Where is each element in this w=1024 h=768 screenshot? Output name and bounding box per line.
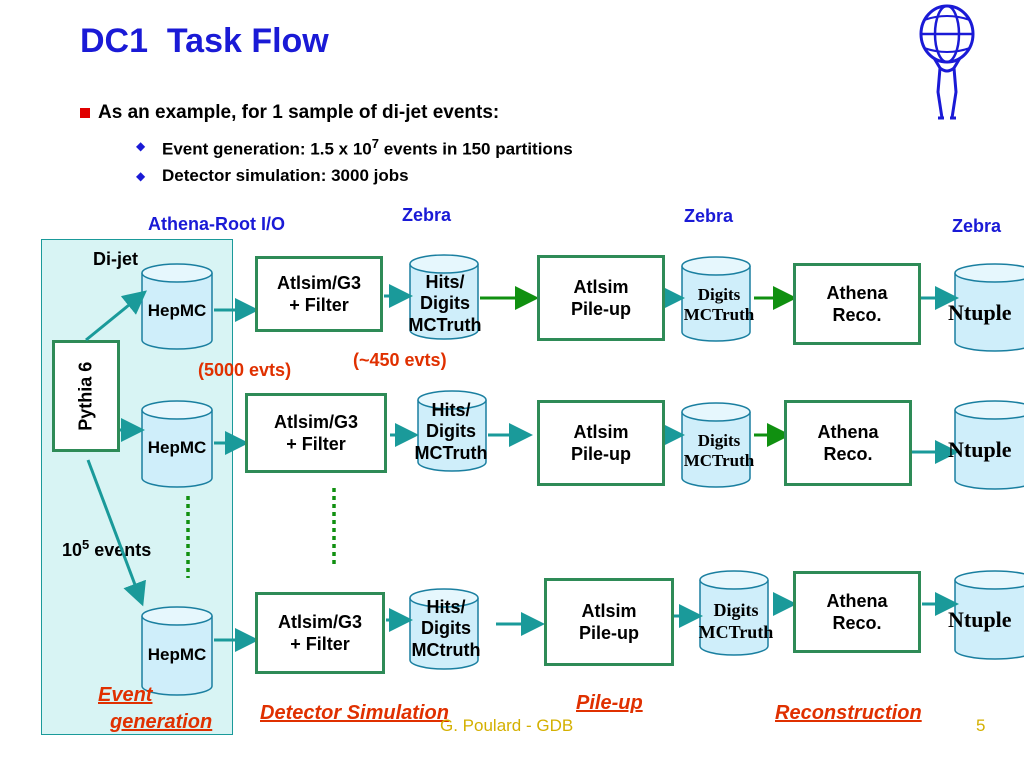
main-bullet: As an example, for 1 sample of di-jet ev…: [80, 102, 500, 124]
atlsim-g3-box-3: Atlsim/G3+ Filter: [255, 592, 385, 674]
digits-cylinder-3: [699, 570, 769, 656]
sub-bullet-event-generation: ◆ Event generation: 1.5 x 107 events in …: [136, 136, 573, 159]
main-bullet-text: As an example, for 1 sample of di-jet ev…: [98, 102, 500, 123]
square-bullet-icon: [80, 108, 90, 118]
hepmc-label-1: HepMC: [147, 300, 207, 320]
atlsim-g3-box-2: Atlsim/G3+ Filter: [245, 393, 387, 473]
dijet-label: Di-jet: [93, 249, 138, 269]
footer-author: G. Poulard - GDB: [440, 716, 574, 735]
diamond-bullet-icon: ◆: [136, 139, 146, 153]
hits-cylinder-3: [409, 588, 479, 670]
zebra-label-1: Zebra: [402, 205, 452, 225]
evts-450-label: (~450 evts): [353, 350, 447, 370]
ntuple-label-3: Ntuple: [948, 607, 1012, 632]
page-number: 5: [976, 716, 986, 735]
hits-cylinder-1: [409, 254, 479, 340]
section-reconstruction: Reconstruction: [775, 702, 922, 724]
arrow-pythia-hepmc-3: [86, 459, 146, 607]
ntuple-cylinder-2: [954, 400, 1024, 490]
section-event-label: Event generation: [98, 684, 213, 733]
atlsim-g3-box-1: Atlsim/G3+ Filter: [255, 256, 383, 332]
ntuple-label-2: Ntuple: [948, 437, 1012, 462]
slide-title: DC1 Task Flow: [80, 22, 329, 60]
section-detector-simulation: Detector Simulation: [260, 702, 449, 724]
ntuple-label-1: Ntuple: [948, 300, 1012, 325]
hepmc-cylinder-1: [141, 263, 213, 350]
atlas-logo: [919, 4, 975, 120]
athena-root-io-label: Athena-Root I/O: [148, 214, 285, 234]
hepmc-cylinder-2: [141, 400, 213, 488]
evts-5000-label: (5000 evts): [198, 360, 292, 380]
hepmc-label-3: HepMC: [147, 644, 207, 664]
hepmc-cylinder-3: [141, 606, 213, 696]
diamond-bullet-icon: ◆: [136, 169, 146, 183]
section-pileup: Pile-up: [576, 692, 643, 714]
ntuple-cylinder-1: [954, 263, 1024, 352]
pythia-box: Pythia 6: [52, 340, 120, 452]
arrow-pythia-hepmc-1: [85, 290, 147, 342]
sub-bullet-detector-simulation: ◆ Detector simulation: 3000 jobs: [136, 166, 409, 185]
digits-cylinder-1: [681, 256, 751, 342]
zebra-label-2: Zebra: [684, 206, 734, 226]
ntuple-cylinder-3: [954, 570, 1024, 660]
hepmc-label-2: HepMC: [147, 437, 207, 457]
zebra-label-3: Zebra: [952, 216, 1002, 236]
digits-cylinder-2: [681, 402, 751, 488]
hits-cylinder-2: [417, 390, 487, 472]
